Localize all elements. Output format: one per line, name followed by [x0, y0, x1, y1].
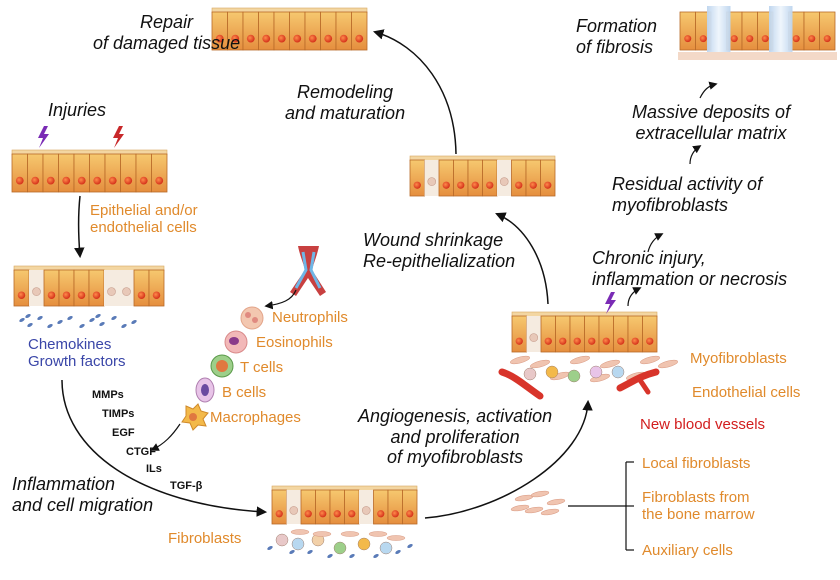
arrow-to-massive [689, 145, 702, 165]
myofibroblast-tissue [510, 311, 678, 383]
new-blood-vessels-label: New blood vessels [640, 416, 766, 433]
molecule-tgf-beta: TGF-β [170, 480, 203, 492]
lightning-icon [605, 292, 616, 314]
wound-tissue [409, 155, 556, 197]
arrow-to-formation [699, 81, 718, 99]
new-blood-vessel-icon [498, 368, 660, 400]
myofibroblasts-label: Myofibroblasts [690, 350, 787, 367]
arrow-macrophages-to-migration [150, 423, 181, 451]
eosinophils-label: Eosinophils [256, 334, 333, 351]
fibrosis-tissue [678, 6, 837, 60]
angiogenesis-label: Angiogenesis, activation and proliferati… [358, 406, 553, 468]
epithelial-label: Epithelial and/or endothelial cells [90, 202, 198, 237]
b-cells-label: B cells [222, 384, 267, 401]
molecule-mmps: MMPs [92, 389, 124, 401]
arrow-to-chronic [627, 287, 642, 307]
arrow-myofibroblast-to-wound [495, 212, 549, 305]
arrow-wound-to-repair [372, 29, 457, 155]
arrow-injury-to-damage [74, 195, 85, 259]
t-cells-label: T cells [240, 359, 284, 376]
macrophage-icon [181, 403, 209, 431]
residual-activity-label: Residual activity of myofibroblasts [612, 174, 763, 215]
blood-vessel-icon [290, 246, 326, 296]
injured-tissue [11, 149, 168, 193]
molecule-timps: TIMPs [102, 408, 135, 420]
repair-tissue [211, 7, 368, 51]
fibroblasts-label: Fibroblasts [168, 530, 242, 547]
sources-bracket [568, 461, 634, 551]
fibroblast-cluster [510, 490, 566, 516]
remodeling-label: Remodeling and maturation [285, 82, 406, 123]
endothelial-cells-label: Endothelial cells [692, 384, 801, 401]
neutrophil-icon [240, 306, 264, 330]
arrow-vessel-to-neutrophils [264, 289, 297, 310]
source-local-fibroblasts: Local fibroblasts [642, 455, 751, 472]
source-auxiliary-cells: Auxiliary cells [642, 542, 733, 559]
injuries-label: Injuries [48, 100, 107, 120]
arrow-to-residual [647, 233, 664, 253]
inflammation-label: Inflammation and cell migration [12, 474, 154, 515]
arrow-migration-to-myofibroblast [424, 399, 593, 519]
massive-deposits-label: Massive deposits of extracellular matrix [632, 102, 791, 143]
damaged-tissue [13, 265, 165, 307]
macrophages-label: Macrophages [210, 409, 301, 426]
chronic-injury-label: Chronic injury, inflammation or necrosis [592, 248, 788, 289]
lightning-icon [113, 126, 124, 148]
arrow-damage-to-migration [61, 379, 268, 517]
molecule-ils: ILs [146, 463, 162, 475]
neutrophils-label: Neutrophils [272, 309, 348, 326]
wound-label: Wound shrinkage Re-epithelialization [363, 230, 516, 271]
b-cell-icon [195, 377, 215, 403]
t-cell-icon [210, 354, 234, 378]
eosinophil-icon [224, 330, 248, 354]
lightning-icon [38, 126, 49, 148]
molecule-ctgf: CTGF [126, 446, 156, 458]
repair-label: Repair of damaged tissue [93, 12, 241, 53]
chemokines-label: Chemokines Growth factors [28, 336, 126, 371]
source-bone-marrow-fibroblasts: Fibroblasts from the bone marrow [642, 489, 755, 524]
molecule-egf: EGF [112, 427, 135, 439]
chemokine-particles [19, 313, 137, 329]
formation-label: Formation of fibrosis [576, 16, 658, 57]
migration-tissue [267, 485, 418, 559]
